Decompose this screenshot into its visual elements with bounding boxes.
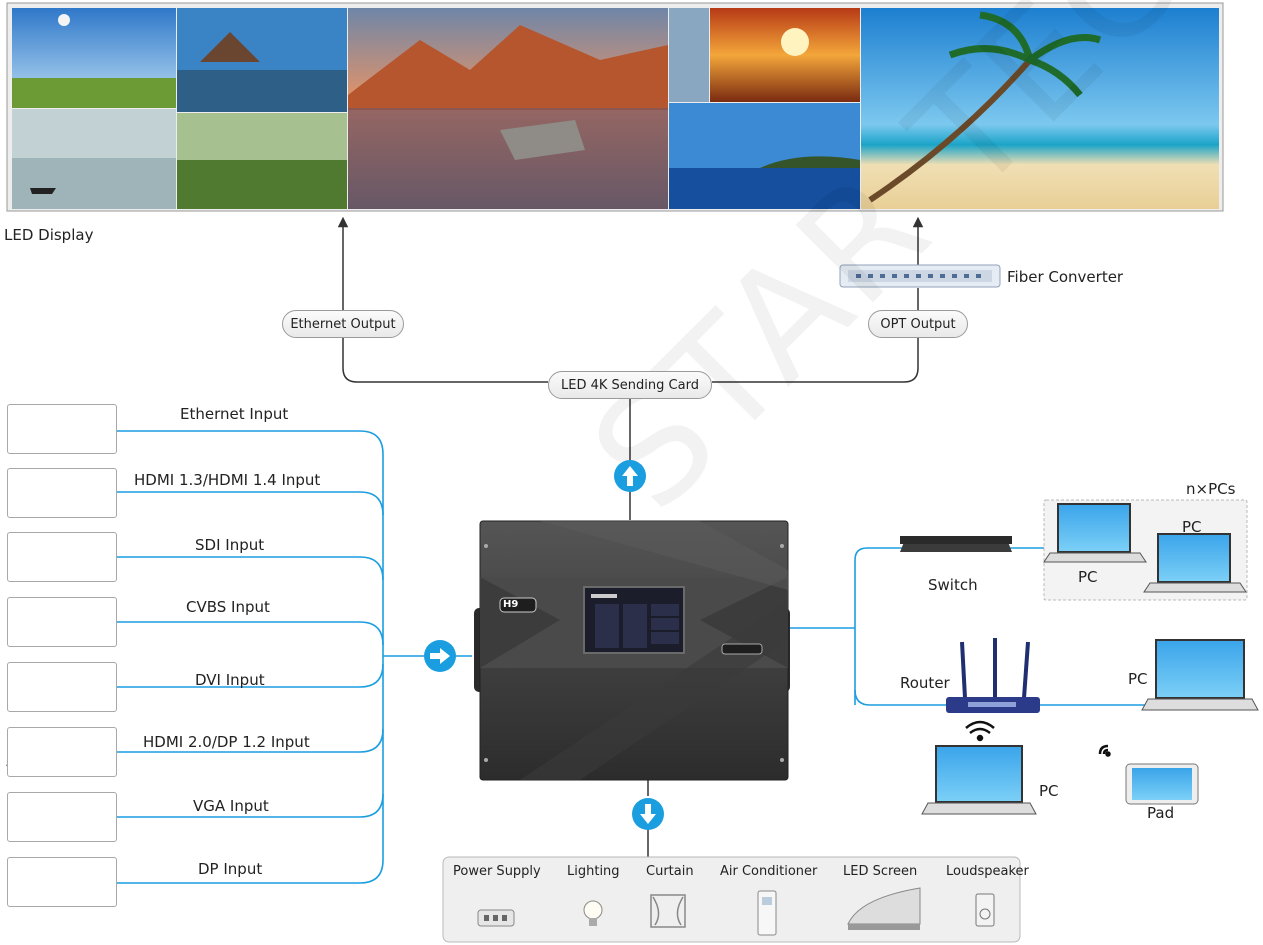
ethernet-input-device xyxy=(7,404,117,454)
opt-output-pill: OPT Output xyxy=(868,310,968,338)
hdmi14-input-device xyxy=(7,468,117,518)
hdmi20-input-device xyxy=(7,727,117,777)
photo-tower xyxy=(669,8,709,102)
input-label: DP Input xyxy=(198,860,263,878)
router-label: Router xyxy=(900,674,950,692)
control-item-label: Curtain xyxy=(646,864,694,879)
pc-label: PC xyxy=(1078,568,1098,586)
input-label: SDI Input xyxy=(195,536,265,554)
bulb-icon xyxy=(583,900,603,926)
laptop-icon xyxy=(1043,503,1147,563)
curtain-icon xyxy=(650,894,686,928)
wifi-icon xyxy=(965,720,995,742)
arrow-right-circle-icon xyxy=(424,640,456,672)
wireless-router-icon xyxy=(946,638,1040,713)
wifi-small-icon xyxy=(1098,744,1111,757)
npcs-label: n×PCs xyxy=(1186,480,1236,498)
tablet-icon xyxy=(1125,763,1199,805)
processor-touch-screen xyxy=(583,586,685,654)
laptop-icon xyxy=(921,745,1037,815)
arrow-up-circle-icon xyxy=(614,460,646,492)
control-item-label: Lighting xyxy=(567,864,620,879)
cvbs-input-device xyxy=(7,597,117,647)
input-label: HDMI 1.3/HDMI 1.4 Input xyxy=(134,471,321,489)
control-item-label: LED Screen xyxy=(843,864,918,879)
input-label: CVBS Input xyxy=(186,598,270,616)
input-lines xyxy=(117,430,472,884)
pad-label: Pad xyxy=(1147,804,1175,822)
network-switch-icon xyxy=(900,536,1012,552)
pc-label: PC xyxy=(1128,670,1148,688)
control-item-label: Loudspeaker xyxy=(946,864,1029,879)
input-label: HDMI 2.0/DP 1.2 Input xyxy=(143,733,310,751)
input-label: DVI Input xyxy=(195,671,265,689)
dp-input-device xyxy=(7,857,117,907)
arrow-down-circle-icon xyxy=(632,798,664,830)
sending-card-pill: LED 4K Sending Card xyxy=(548,371,712,399)
photo-beach-palm xyxy=(861,8,1219,209)
pc-label: PC xyxy=(1182,518,1202,536)
led-wall xyxy=(6,2,1224,212)
processor-model-label: H9 xyxy=(503,599,519,610)
ethernet-output-pill: Ethernet Output xyxy=(282,310,404,338)
h9-processor xyxy=(474,520,790,781)
switch-label: Switch xyxy=(928,576,978,594)
photo-sun-desert xyxy=(710,8,860,102)
dvi-input-device xyxy=(7,662,117,712)
input-label: VGA Input xyxy=(193,797,269,815)
power-supply-icon xyxy=(477,909,515,927)
led-screen-icon xyxy=(847,887,921,930)
vga-input-device xyxy=(7,792,117,842)
pc-label: PC xyxy=(1039,782,1059,800)
output-lines xyxy=(337,216,924,857)
air-conditioner-icon xyxy=(757,890,777,936)
speaker-icon xyxy=(975,893,995,927)
led-display-label: LED Display xyxy=(4,226,94,244)
fiber-converter-label: Fiber Converter xyxy=(1007,268,1124,286)
laptop-icon xyxy=(1143,533,1247,593)
control-item-label: Air Conditioner xyxy=(720,864,818,879)
control-item-label: Power Supply xyxy=(453,864,541,879)
sdi-input-device xyxy=(7,532,117,582)
fiber-converter-device xyxy=(839,264,1001,288)
laptop-icon xyxy=(1141,639,1259,711)
network-lines xyxy=(790,547,1148,706)
input-label: Ethernet Input xyxy=(180,405,289,423)
